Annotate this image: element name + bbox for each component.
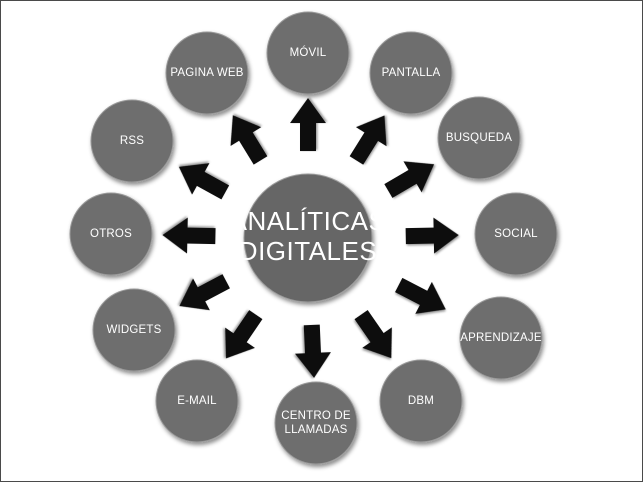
node-circle-pagina-web bbox=[165, 31, 249, 115]
node-label-centro-de-llamadas: CENTRO DE bbox=[281, 410, 351, 422]
node-circle-social bbox=[474, 192, 558, 276]
node-pantalla: PANTALLA bbox=[369, 31, 453, 115]
node-widgets: WIDGETS bbox=[92, 288, 176, 372]
node-e-mail: E-MAIL bbox=[155, 359, 239, 443]
center-label-line: DIGITALES bbox=[239, 236, 377, 266]
arrow-to-widgets bbox=[179, 274, 230, 311]
node-label-rss: RSS bbox=[120, 135, 144, 147]
node-label-movil: MÓVIL bbox=[290, 46, 327, 59]
node-otros: OTROS bbox=[69, 192, 153, 276]
node-label-dbm: DBM bbox=[408, 395, 434, 407]
node-social: SOCIAL bbox=[474, 192, 558, 276]
node-label-otros: OTROS bbox=[90, 228, 132, 240]
node-pagina-web: PAGINA WEB bbox=[165, 31, 249, 115]
arrow-to-pagina-web bbox=[230, 115, 268, 165]
node-circle-e-mail bbox=[155, 359, 239, 443]
node-label-social: SOCIAL bbox=[494, 228, 538, 240]
arrow-to-aprendizaje bbox=[395, 277, 446, 314]
node-label-aprendizaje: APRENDIZAJE bbox=[460, 332, 542, 344]
node-movil: MÓVIL bbox=[266, 11, 350, 95]
node-circle-dbm bbox=[379, 359, 463, 443]
arrow-to-pantalla bbox=[349, 115, 387, 165]
node-aprendizaje: APRENDIZAJE bbox=[459, 296, 543, 380]
arrow-to-rss bbox=[178, 163, 230, 200]
nodes-layer: MÓVIL PANTALLA BUSQUEDA SOCIAL APRENDIZAJE DB… bbox=[69, 11, 558, 465]
node-circle-rss bbox=[90, 99, 174, 183]
node-circle-busqueda bbox=[437, 96, 521, 180]
node-rss: RSS bbox=[90, 99, 174, 183]
node-busqueda: BUSQUEDA bbox=[437, 96, 521, 180]
node-circle-pantalla bbox=[369, 31, 453, 115]
node-dbm: DBM bbox=[379, 359, 463, 443]
arrow-to-dbm bbox=[354, 310, 392, 359]
node-circle-widgets bbox=[92, 288, 176, 372]
arrow-to-busqueda bbox=[384, 161, 435, 198]
node-label-widgets: WIDGETS bbox=[106, 324, 161, 336]
node-circle-centro-de-llamadas bbox=[274, 381, 358, 465]
arrow-to-centro-de-llamadas bbox=[294, 324, 331, 378]
node-label-busqueda: BUSQUEDA bbox=[446, 132, 512, 144]
node-label-pantalla: PANTALLA bbox=[382, 67, 441, 79]
arrow-to-otros bbox=[162, 217, 216, 254]
arrows-layer bbox=[162, 98, 459, 378]
node-label-e-mail: E-MAIL bbox=[177, 395, 217, 407]
node-label-centro-de-llamadas: LLAMADAS bbox=[285, 424, 348, 436]
arrow-to-e-mail bbox=[225, 310, 263, 359]
center-circle bbox=[243, 173, 373, 303]
node-circle-otros bbox=[69, 192, 153, 276]
node-circle-movil bbox=[266, 11, 350, 95]
node-circle-aprendizaje bbox=[459, 296, 543, 380]
node-centro-de-llamadas: CENTRO DE LLAMADAS bbox=[274, 381, 358, 465]
node-label-pagina-web: PAGINA WEB bbox=[170, 67, 243, 79]
center-label-line: ANALÍTICAS bbox=[230, 206, 387, 236]
arrow-to-social bbox=[405, 217, 459, 254]
arrow-to-movil bbox=[290, 98, 326, 152]
